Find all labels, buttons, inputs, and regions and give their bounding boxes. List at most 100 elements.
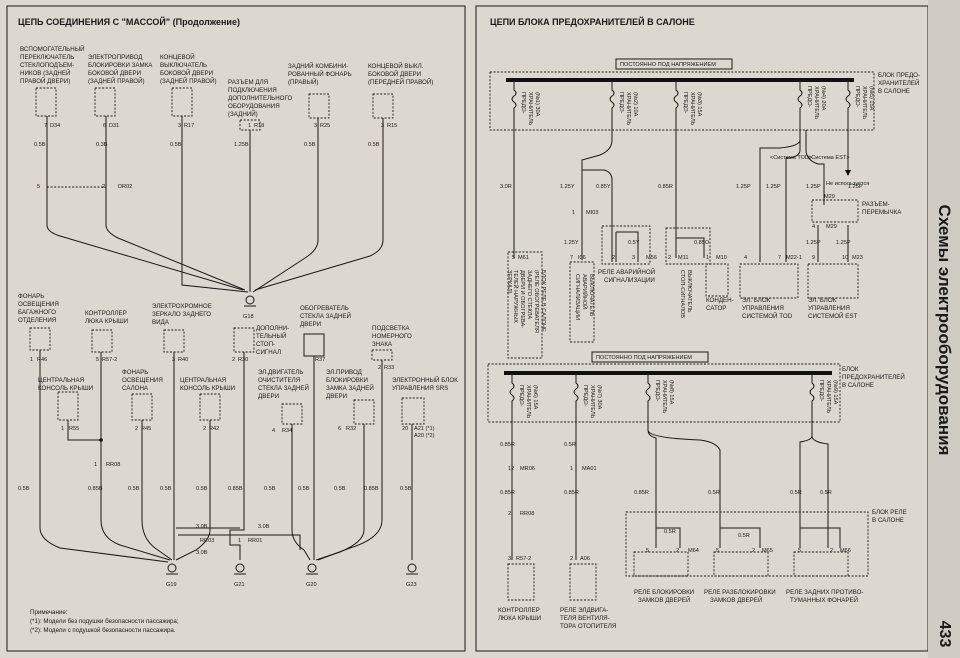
- svg-text:4: 4: [812, 224, 815, 230]
- left-top-wires: 5 2 DR02 0.5B 0.3B 0.5B 1.25B 0.5B 0.5B: [34, 116, 384, 293]
- right-panel-frame: [475, 5, 928, 652]
- left-mid-labels: ФОНАРЬ ОСВЕЩЕНИЯ БАГАЖНОГО ОТДЕЛЕНИЯ КОН…: [18, 293, 412, 356]
- svg-text:(ПЕРЕДНЕЙ ПРАВОЙ): (ПЕРЕДНЕЙ ПРАВОЙ): [368, 78, 433, 86]
- svg-text:ЛЮКА КРЫШИ: ЛЮКА КРЫШИ: [85, 318, 128, 325]
- svg-text:ЭЛЕКТРОПРИВОД: ЭЛЕКТРОПРИВОД: [88, 54, 143, 61]
- svg-text:ЦЕНТРАЛЬНАЯ: ЦЕНТРАЛЬНАЯ: [180, 377, 226, 384]
- svg-text:ТЕЛЯ ВЕНТИЛЯ-: ТЕЛЯ ВЕНТИЛЯ-: [560, 615, 610, 622]
- svg-text:ЗЕРКАЛО ЗАДНЕГО: ЗЕРКАЛО ЗАДНЕГО: [152, 311, 211, 318]
- svg-text:1: 1: [706, 255, 709, 261]
- svg-text:M29: M29: [826, 224, 837, 230]
- svg-text:ЗАДНЕГО СТЕКЛА: ЗАДНЕГО СТЕКЛА: [526, 270, 532, 319]
- svg-text:1.25Y: 1.25Y: [564, 240, 579, 246]
- svg-text:12: 12: [508, 466, 514, 472]
- svg-text:MA01: MA01: [582, 466, 597, 472]
- svg-text:ПРЕДО-: ПРЕДО-: [818, 380, 824, 402]
- svg-text:2: 2: [570, 556, 573, 562]
- svg-text:ОЧИСТИТЕЛЯ: ОЧИСТИТЕЛЯ: [258, 377, 300, 384]
- svg-text:MR06: MR06: [520, 466, 535, 472]
- svg-text:1.25P: 1.25P: [736, 184, 751, 190]
- svg-text:ПОСТОЯННО ПОД НАПРЯЖЕНИЕМ: ПОСТОЯННО ПОД НАПРЯЖЕНИЕМ: [620, 62, 716, 68]
- svg-text:2: 2: [830, 548, 833, 554]
- svg-text:9: 9: [812, 255, 815, 261]
- svg-text:0.5R: 0.5R: [738, 533, 750, 539]
- left-grounds: G19 G21 G20 G23: [166, 563, 418, 588]
- svg-text:5: 5: [512, 255, 515, 261]
- svg-text:2: 2: [135, 426, 138, 432]
- svg-text:<Система TOD>: <Система TOD>: [770, 155, 812, 161]
- svg-text:1.25P: 1.25P: [836, 240, 851, 246]
- svg-text:БЛОКИРОВКИ ЗАМКА: БЛОКИРОВКИ ЗАМКА: [88, 62, 153, 69]
- svg-text:7: 7: [778, 255, 781, 261]
- svg-text:РЕЛЕ БЛОКИРОВКИ: РЕЛЕ БЛОКИРОВКИ: [634, 589, 694, 596]
- svg-text:2: 2: [508, 511, 511, 517]
- top-right-wires: 3.0R 1.25Y 0.85Y 0.85R 1.25P 1.25P 1.25P…: [500, 130, 869, 262]
- svg-text:ЭЛ. БЛОК: ЭЛ. БЛОК: [742, 297, 771, 304]
- svg-text:СИГНАЛ: СИГНАЛ: [256, 349, 281, 356]
- svg-text:3: 3: [632, 255, 635, 261]
- svg-text:ТЕЛЕЙ НАРУЖНЫХ: ТЕЛЕЙ НАРУЖНЫХ: [512, 270, 520, 323]
- svg-text:0.85B: 0.85B: [228, 486, 243, 492]
- svg-text:В САЛОНЕ: В САЛОНЕ: [842, 382, 874, 389]
- svg-text:ДВЕРИ: ДВЕРИ: [300, 321, 321, 328]
- svg-text:ОБОГРЕВАТЕЛЬ: ОБОГРЕВАТЕЛЬ: [300, 305, 349, 312]
- svg-text:20: 20: [402, 426, 408, 432]
- left-top-labels: ВСПОМОГАТЕЛЬНЫЙ ПЕРЕКЛЮЧАТЕЛЬ СТЕКЛОПОДЪ…: [20, 45, 433, 118]
- svg-text:ХРАНИТЕЛЬ: ХРАНИТЕЛЬ: [525, 385, 531, 419]
- svg-text:СИСТЕМОЙ TOD: СИСТЕМОЙ TOD: [742, 312, 793, 320]
- svg-text:M56: M56: [646, 255, 657, 261]
- component-r17: [171, 87, 193, 117]
- svg-text:0.5Y: 0.5Y: [628, 240, 640, 246]
- svg-text:0.85R: 0.85R: [658, 184, 673, 190]
- svg-text:(№6) 15А: (№6) 15А: [532, 385, 538, 410]
- svg-text:ПРЕДО-: ПРЕДО-: [518, 385, 524, 407]
- svg-text:1.25P: 1.25P: [806, 240, 821, 246]
- svg-text:ПЕРЕКЛЮЧАТЕЛЬ: ПЕРЕКЛЮЧАТЕЛЬ: [20, 54, 74, 61]
- svg-text:5: 5: [37, 184, 40, 190]
- svg-text:0.85O: 0.85O: [694, 240, 710, 246]
- svg-text:ВЫКЛЮЧАТЕЛЬ: ВЫКЛЮЧАТЕЛЬ: [686, 270, 692, 313]
- svg-text:G23: G23: [406, 582, 417, 588]
- svg-text:M61: M61: [518, 255, 529, 261]
- svg-text:1: 1: [94, 462, 97, 468]
- svg-text:РАЗЪЕМ ДЛЯ: РАЗЪЕМ ДЛЯ: [228, 79, 268, 86]
- svg-text:КОНДЕН-: КОНДЕН-: [706, 297, 734, 304]
- svg-text:ОСВЕЩЕНИЯ: ОСВЕЩЕНИЯ: [18, 301, 59, 308]
- bottom-fuse-block: ПОСТОЯННО ПОД НАПРЯЖЕНИЕМ БЛОК ПРЕДОХРАН…: [487, 351, 905, 423]
- svg-text:3: 3: [178, 123, 181, 129]
- svg-text:A06: A06: [580, 556, 590, 562]
- svg-text:ЗАМКОВ ДВЕРЕЙ: ЗАМКОВ ДВЕРЕЙ: [710, 596, 762, 604]
- svg-text:СИГНАЛИЗАЦИИ: СИГНАЛИЗАЦИИ: [574, 274, 580, 320]
- svg-text:ВИДА: ВИДА: [152, 319, 170, 326]
- svg-text:ЭЛЕКТРОХРОМНОЕ: ЭЛЕКТРОХРОМНОЕ: [152, 303, 212, 310]
- svg-text:АВАРИЙНОЙ: АВАРИЙНОЙ: [581, 274, 589, 309]
- svg-text:КОНСОЛЬ КРЫШИ: КОНСОЛЬ КРЫШИ: [38, 385, 93, 392]
- svg-text:R40: R40: [178, 357, 188, 363]
- svg-text:(№8) 15А: (№8) 15А: [668, 380, 674, 405]
- svg-text:0.85Y: 0.85Y: [596, 184, 611, 190]
- svg-text:R57-2: R57-2: [516, 556, 531, 562]
- top-right-components: 5 M61 БЛОК РЕЛЕ В САЛОНЕ (РЕЛЕ ОБОГРЕВАТ…: [506, 225, 863, 359]
- svg-text:RR08: RR08: [520, 511, 534, 517]
- svg-text:ФОНАРЬ: ФОНАРЬ: [122, 369, 148, 376]
- svg-text:(№1) 30А: (№1) 30А: [534, 92, 540, 117]
- svg-text:0.5B: 0.5B: [196, 486, 208, 492]
- svg-text:5: 5: [646, 548, 649, 554]
- svg-text:2: 2: [102, 184, 105, 190]
- jumper-m29: M29 M29 РАЗЪЕМ- ПЕРЕМЫЧКА 4: [811, 194, 902, 230]
- svg-text:0.5B: 0.5B: [264, 486, 276, 492]
- svg-text:ЗЕРКАЛ): ЗЕРКАЛ): [506, 270, 512, 294]
- svg-text:M64: M64: [688, 548, 699, 554]
- svg-text:ХРАНИТЕЛЬ: ХРАНИТЕЛЬ: [689, 92, 695, 126]
- svg-text:ХРАНИТЕЛЬ: ХРАНИТЕЛЬ: [527, 92, 533, 126]
- svg-text:6: 6: [338, 426, 341, 432]
- svg-text:M22-1: M22-1: [786, 255, 802, 261]
- notes: Примечание: (*1): Модели без подушки без…: [30, 609, 179, 634]
- svg-text:БОКОВОЙ ДВЕРИ: БОКОВОЙ ДВЕРИ: [88, 69, 141, 77]
- svg-text:ВСПОМОГАТЕЛЬНЫЙ: ВСПОМОГАТЕЛЬНЫЙ: [20, 45, 85, 53]
- svg-text:РОВАННЫЙ ФОНАРЬ: РОВАННЫЙ ФОНАРЬ: [288, 70, 352, 78]
- svg-text:ОБОРУДОВАНИЯ: ОБОРУДОВАНИЯ: [228, 103, 280, 110]
- svg-text:(*2): Модели с подушкой безопа: (*2): Модели с подушкой безопасности пас…: [30, 627, 176, 634]
- svg-text:1: 1: [248, 123, 251, 129]
